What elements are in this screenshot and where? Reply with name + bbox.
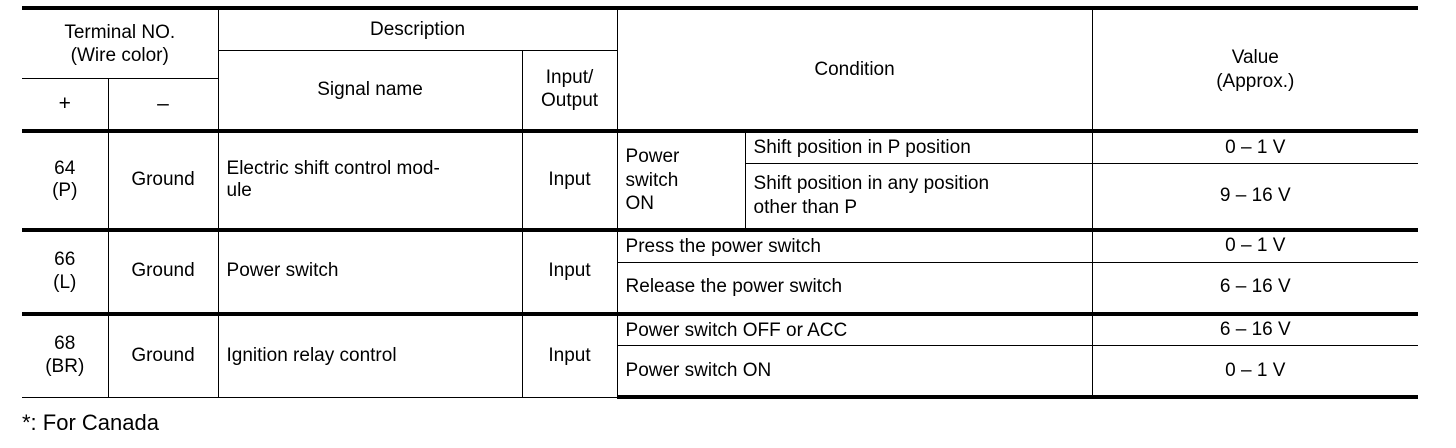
- cell-condition: Power switch OFF or ACC: [616, 311, 1093, 347]
- cell-ground: Ground: [107, 227, 219, 314]
- table-header-row-3: + –: [22, 78, 1418, 132]
- header-signal-name: Signal name: [217, 50, 523, 132]
- cell-input-output: Input: [521, 227, 618, 314]
- cell-input-output: Input: [521, 311, 618, 398]
- cell-signal-name: Ignition relay control: [217, 311, 523, 398]
- cell-value: 0 – 1 V: [1091, 128, 1419, 164]
- header-input-output: Input/ Output: [521, 50, 618, 132]
- header-terminal-no: Terminal NO. (Wire color): [22, 6, 219, 79]
- cell-condition: Press the power switch: [616, 227, 1093, 263]
- cell-terminal-number: 66 (L): [22, 227, 109, 314]
- cell-condition-group: Power switch ON: [616, 129, 746, 231]
- table-row: 66 (L) Ground Power switch Input Press t…: [22, 227, 1419, 314]
- header-description: Description: [217, 6, 618, 51]
- cell-condition: Shift position in P position: [744, 128, 1093, 164]
- cell-condition: Release the power switch: [616, 261, 1093, 314]
- cell-ground: Ground: [107, 129, 219, 231]
- cell-value: 0 – 1 V: [1091, 227, 1419, 263]
- header-condition: Condition: [616, 6, 1093, 132]
- cell-terminal-number: 68 (BR): [22, 311, 109, 398]
- cell-ground: Ground: [107, 311, 219, 398]
- cell-condition: Shift position in any position other tha…: [744, 162, 1093, 231]
- cell-signal-name: Power switch: [217, 227, 523, 314]
- table-row: Release the power switch 6 – 16 V: [22, 261, 1419, 314]
- table-header-row-2: Signal name Input/ Output: [22, 50, 1418, 132]
- cell-value: 6 – 16 V: [1091, 261, 1419, 314]
- cell-value: 0 – 1 V: [1091, 345, 1419, 400]
- cell-terminal-number: 64 (P): [22, 129, 109, 231]
- cell-signal-name: Electric shift control mod- ule: [217, 129, 523, 231]
- table-header-row-1: Terminal NO. (Wire color) Description Co…: [22, 6, 1419, 132]
- header-plus: +: [22, 78, 109, 132]
- footnote-for-canada: *: For Canada: [22, 410, 159, 435]
- table-row: Power switch ON 0 – 1 V: [22, 345, 1419, 400]
- header-value: Value (Approx.): [1091, 6, 1419, 132]
- cell-value: 6 – 16 V: [1091, 311, 1419, 347]
- table-row: 64 (P) Ground Electric shift control mod…: [22, 128, 1419, 231]
- terminal-spec-table-container: Terminal NO. (Wire color) Description Co…: [22, 6, 1419, 400]
- table-row: 68 (BR) Ground Ignition relay control In…: [22, 311, 1419, 398]
- cell-condition: Power switch ON: [616, 345, 1093, 400]
- header-minus: –: [107, 78, 219, 132]
- terminal-spec-table: Terminal NO. (Wire color) Description Co…: [22, 6, 1419, 400]
- cell-input-output: Input: [521, 129, 618, 231]
- cell-value: 9 – 16 V: [1091, 162, 1419, 231]
